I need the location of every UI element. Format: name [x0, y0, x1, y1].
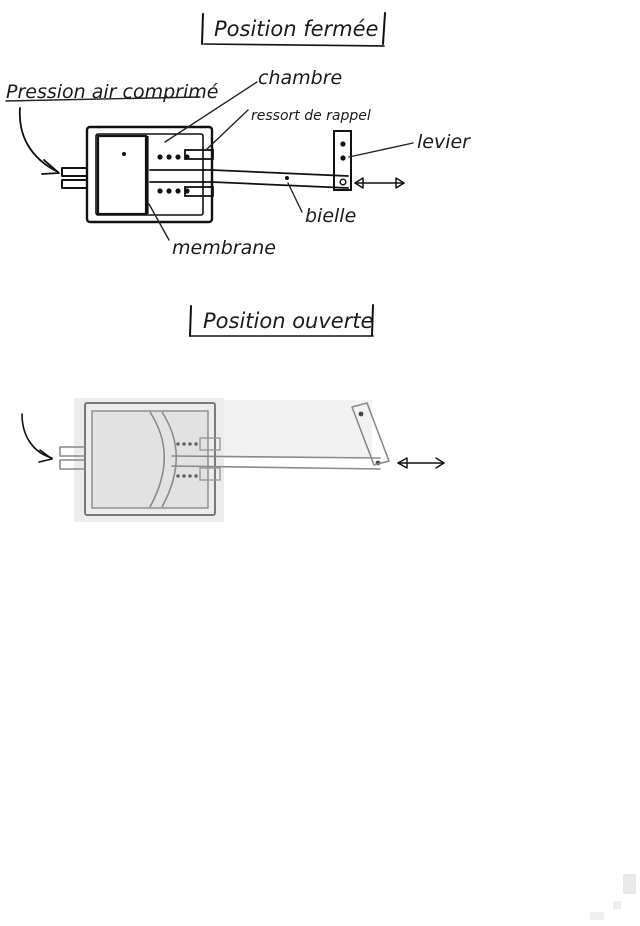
- open-title: Position ouverte: [203, 309, 373, 333]
- label-membrane: membrane: [172, 237, 276, 259]
- open-inlet-bottom: [59, 459, 86, 470]
- closed-cylinder: [61, 125, 214, 224]
- leader-membrane: [148, 203, 170, 241]
- pressure-arrow: [18, 107, 59, 173]
- connecting-rod: [211, 169, 349, 189]
- label-lever: levier: [417, 131, 471, 153]
- closed-title: Position fermée: [214, 17, 378, 41]
- open-membrane-left: [149, 411, 165, 508]
- chamber-block: [96, 134, 148, 216]
- chamber-dot: [122, 152, 126, 156]
- open-position-diagram: Position ouverte: [21, 304, 445, 522]
- scan-artifacts: [590, 874, 636, 920]
- pressure-underline: [5, 96, 201, 102]
- closed-motion-arrow: [354, 177, 405, 189]
- leader-lever: [348, 142, 414, 158]
- air-inlet-top: [61, 167, 88, 177]
- open-pressure-arrow: [21, 413, 53, 459]
- scan-shade-right: [224, 400, 372, 458]
- open-lever: [351, 402, 390, 466]
- leader-spring: [205, 109, 249, 151]
- closed-position-diagram: Position fermée Pression air comprimé: [5, 12, 471, 259]
- label-chamber: chambre: [258, 67, 342, 89]
- closed-title-box: Position fermée: [201, 12, 386, 47]
- pressure-arrow-head: [41, 159, 60, 175]
- label-rod: bielle: [305, 205, 356, 227]
- label-spring: ressort de rappel: [251, 108, 371, 124]
- open-title-box: Position ouverte: [189, 304, 374, 337]
- lever: [333, 130, 352, 191]
- open-cylinder: [59, 402, 221, 516]
- open-motion-arrow: [397, 457, 445, 469]
- air-inlet-bottom: [61, 179, 88, 189]
- open-pressure-arrow-head: [38, 449, 53, 463]
- leader-chamber: [164, 81, 258, 143]
- open-return-spring: [176, 442, 198, 478]
- open-inlet-top: [59, 446, 86, 457]
- return-spring: [157, 154, 190, 194]
- leader-rod: [287, 182, 303, 213]
